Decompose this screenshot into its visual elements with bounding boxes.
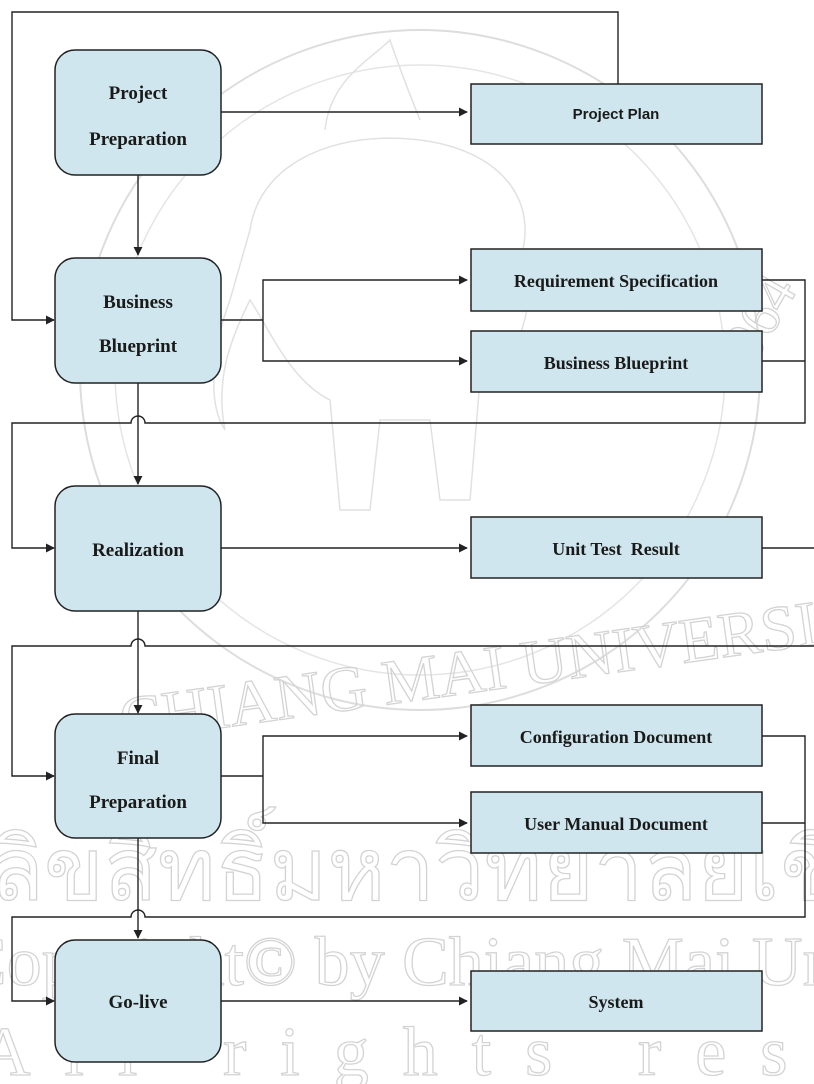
deliverable-user-manual-document: User Manual Document: [470, 791, 763, 854]
phase-business-blueprint: Business Blueprint: [54, 257, 222, 384]
deliverable-unit-test-result: Unit Test Result: [470, 516, 763, 579]
deliverable-label: System: [589, 992, 644, 1012]
phase-label-line: Go-live: [108, 992, 167, 1013]
deliverable-project-plan: Project Plan: [470, 83, 763, 145]
connectors: [11, 11, 814, 1006]
deliverable-system: System: [470, 970, 763, 1032]
deliverable-requirement-specification: Requirement Specification: [470, 248, 763, 312]
phase-final-preparation: Final Preparation: [54, 713, 222, 839]
deliverable-label: Business Blueprint: [544, 353, 689, 373]
deliverable-label: Unit Test Result: [552, 539, 680, 559]
phase-go-live: Go-live: [54, 939, 222, 1063]
phase-label-line: Business: [103, 292, 173, 313]
phase-label-line: Realization: [92, 540, 184, 561]
deliverable-label: User Manual Document: [524, 814, 708, 834]
connector-bb-to-req: [262, 275, 468, 320]
deliverable-label: Configuration Document: [520, 727, 713, 747]
phase-project-preparation: Project Preparation: [54, 49, 222, 176]
connector-bb-to-bbdoc: [262, 320, 468, 366]
connector-fp-to-manual: [262, 776, 468, 828]
phase-label-line: Project: [109, 83, 168, 104]
phase-label-line: Preparation: [89, 792, 187, 813]
deliverable-label: Project Plan: [573, 106, 660, 123]
connector-utr-feedback: [11, 638, 814, 781]
phase-label-line: Blueprint: [99, 336, 178, 357]
connector-project-plan-feedback: [11, 11, 619, 325]
phase-label-line: Final: [117, 748, 159, 769]
deliverable-label: Requirement Specification: [514, 271, 718, 291]
deliverable-configuration-document: Configuration Document: [470, 704, 763, 767]
phase-realization: Realization: [54, 485, 222, 612]
phase-label-line: Preparation: [89, 129, 187, 150]
deliverable-business-blueprint: Business Blueprint: [470, 330, 763, 393]
connector-fp-to-config: [262, 731, 468, 776]
